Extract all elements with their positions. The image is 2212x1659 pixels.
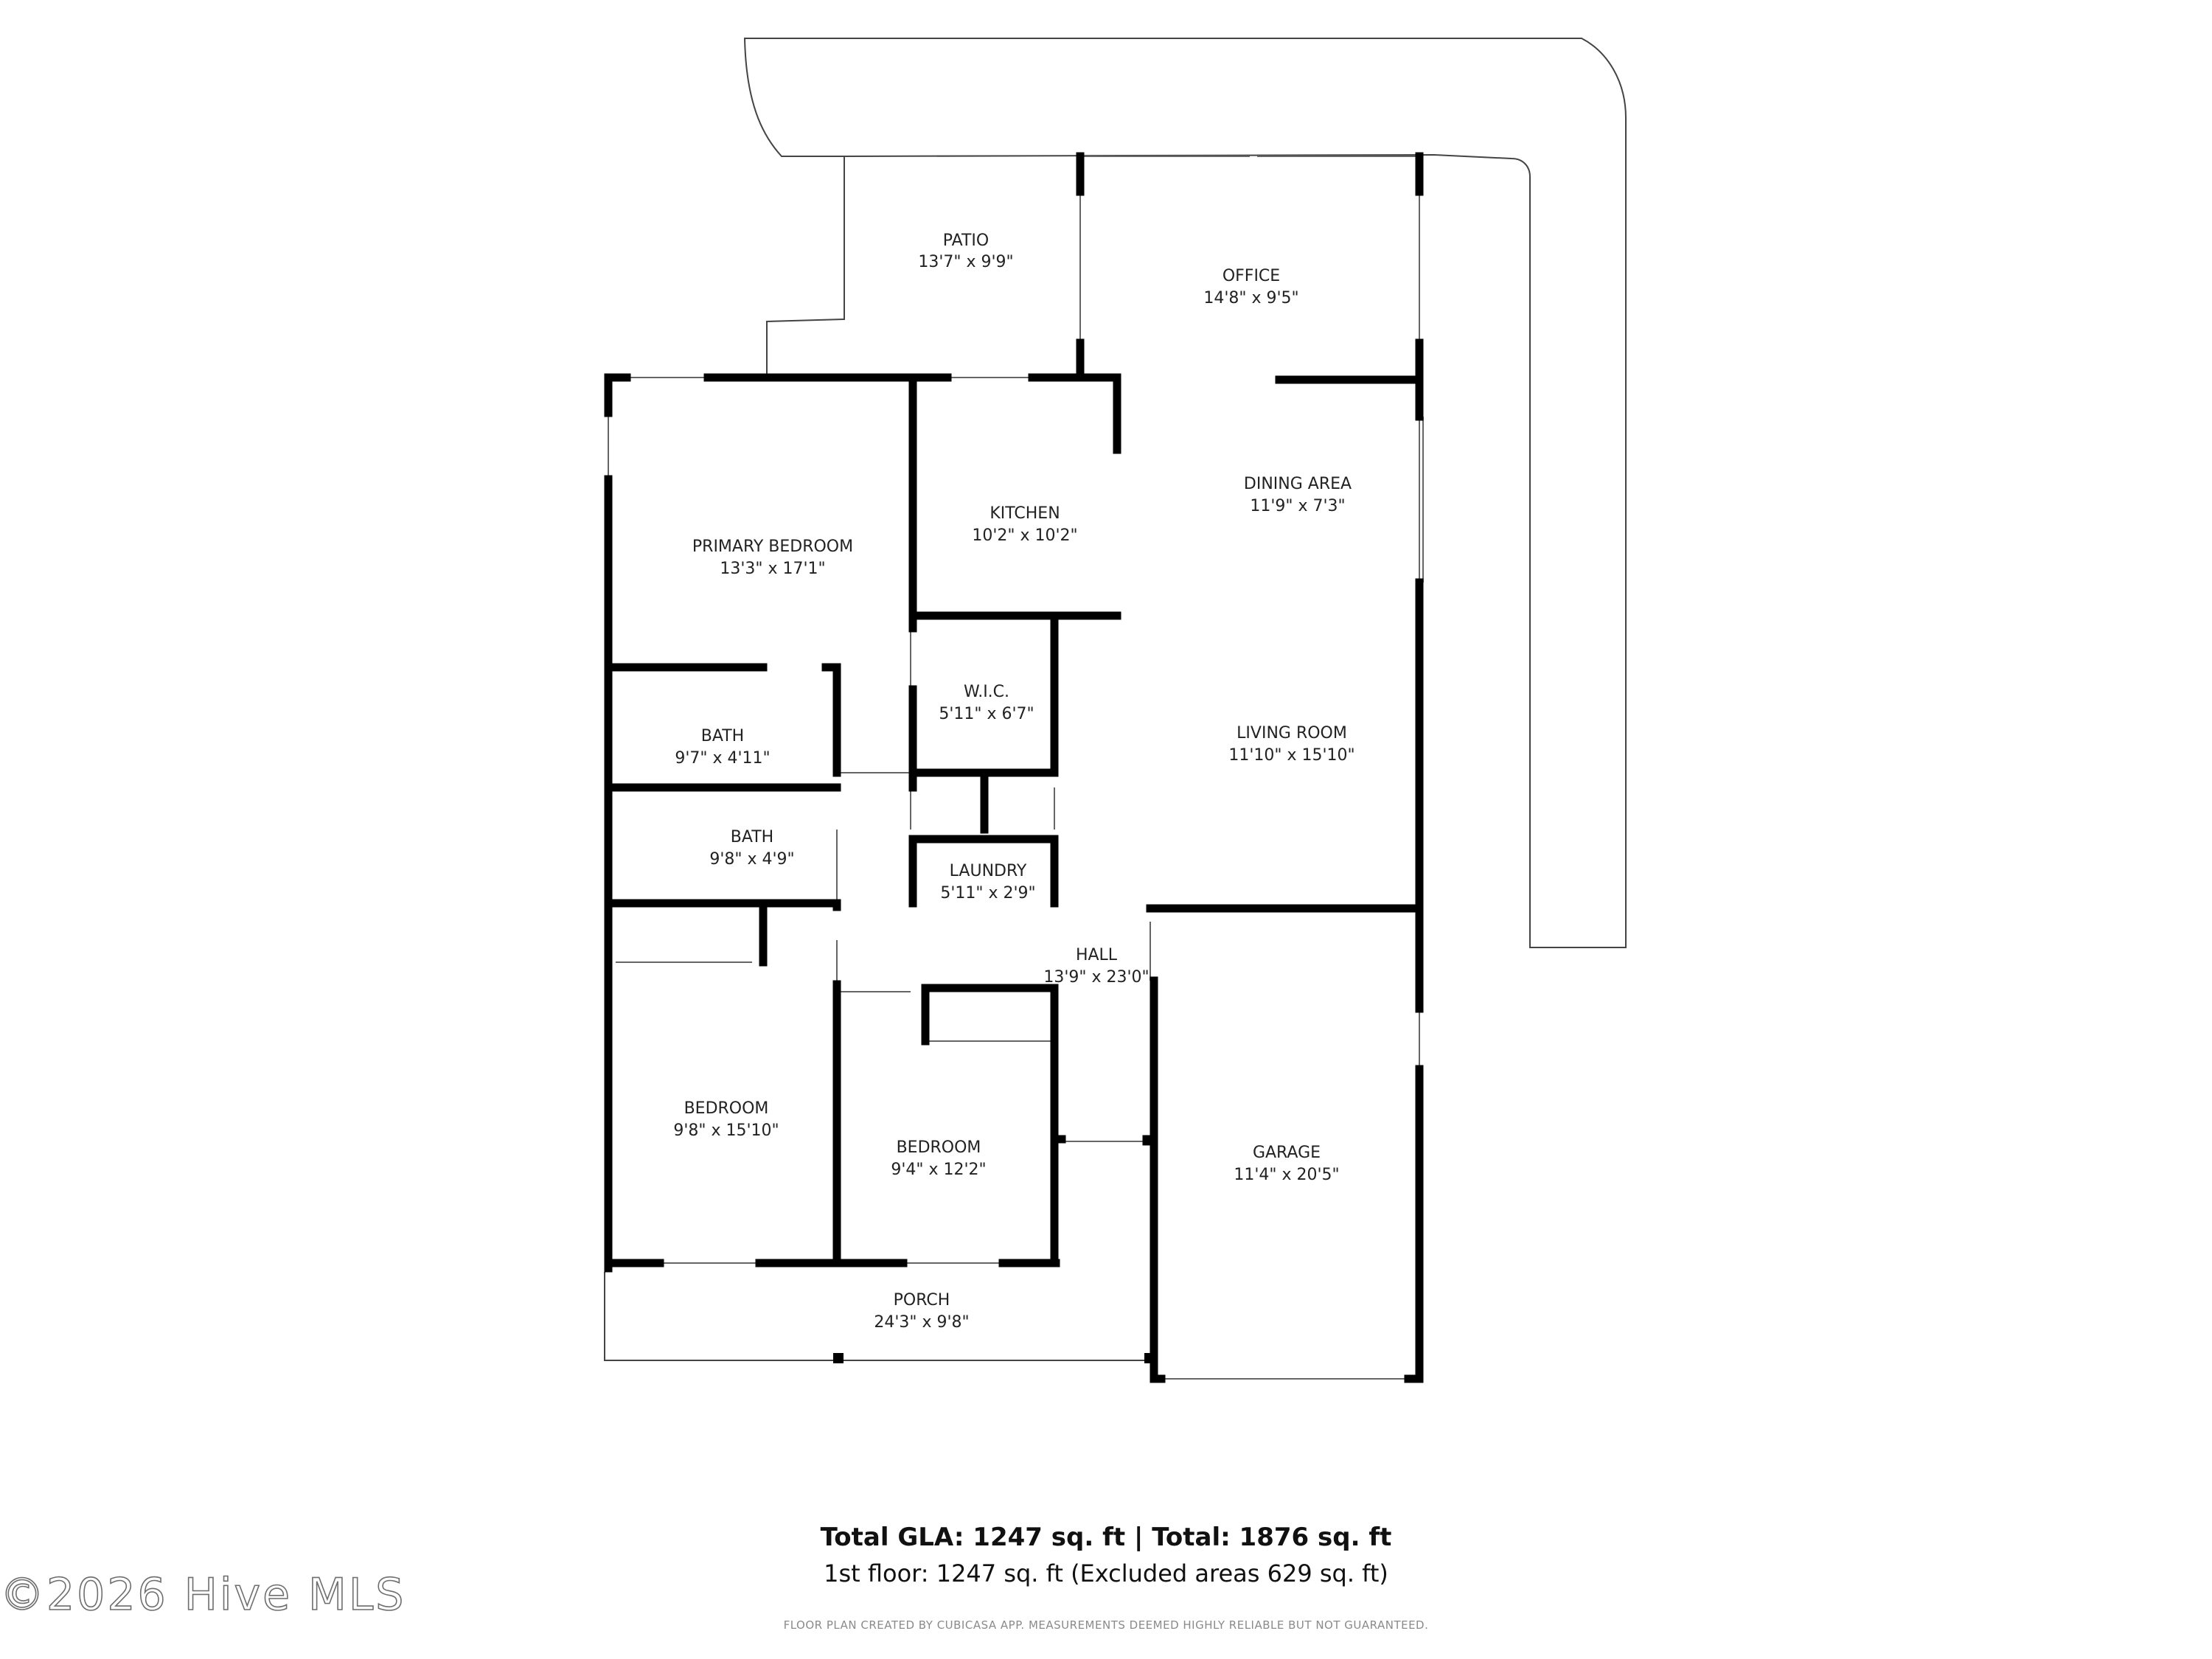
dining-area-dimensions: 11'9" x 7'3"	[1250, 497, 1345, 515]
floor-area-summary: 1st floor: 1247 sq. ft (Excluded areas 6…	[824, 1559, 1388, 1587]
bath-dimensions: 9'7" x 4'11"	[675, 749, 770, 768]
laundry-dimensions: 5'11" x 2'9"	[940, 884, 1035, 902]
porch-posts	[833, 1353, 1155, 1363]
living-room-dimensions: 11'10" x 15'10"	[1228, 746, 1354, 765]
room-labels: PATIO 13'7" x 9'9" OFFICE 14'8" x 9'5" K…	[673, 232, 1354, 1332]
bedroom-label: BEDROOM	[684, 1099, 769, 1118]
bedroom-label: BEDROOM	[897, 1138, 981, 1157]
patio-outline	[766, 156, 845, 380]
exterior-walkway-outline	[743, 38, 1627, 948]
total-area-summary: Total GLA: 1247 sq. ft | Total: 1876 sq.…	[820, 1523, 1392, 1552]
bath-label: BATH	[731, 828, 773, 846]
garage-dimensions: 11'4" x 20'5"	[1234, 1166, 1339, 1184]
office-label: OFFICE	[1222, 267, 1280, 285]
porch-dimensions: 24'3" x 9'8"	[874, 1313, 969, 1332]
floor-plan-credit: FLOOR PLAN CREATED BY CUBICASA APP. MEAS…	[783, 1618, 1429, 1632]
patio-dimensions: 13'7" x 9'9"	[918, 253, 1013, 271]
porch-outline	[604, 1272, 1147, 1361]
openings	[608, 156, 1424, 1380]
porch-label: PORCH	[894, 1291, 950, 1310]
dining-area-label: DINING AREA	[1244, 475, 1352, 493]
wic-label: W.I.C.	[964, 683, 1009, 701]
walls	[604, 152, 1424, 1383]
primary-bedroom-label: PRIMARY BEDROOM	[692, 538, 853, 556]
kitchen-label: KITCHEN	[990, 504, 1060, 523]
bath-label: BATH	[701, 727, 744, 745]
office-dimensions: 14'8" x 9'5"	[1203, 289, 1298, 307]
hall-dimensions: 13'9" x 23'0"	[1043, 968, 1149, 987]
bedroom-dimensions: 9'4" x 12'2"	[891, 1161, 986, 1179]
primary-bedroom-dimensions: 13'3" x 17'1"	[720, 560, 825, 578]
kitchen-dimensions: 10'2" x 10'2"	[972, 526, 1077, 545]
patio-label: PATIO	[943, 232, 989, 250]
garage-label: GARAGE	[1253, 1144, 1321, 1162]
hall-label: HALL	[1076, 946, 1118, 964]
bedroom-dimensions: 9'8" x 15'10"	[673, 1121, 779, 1140]
bath-dimensions: 9'8" x 4'9"	[709, 850, 794, 869]
copyright-watermark: ©2026 Hive MLS	[0, 1568, 406, 1621]
living-room-label: LIVING ROOM	[1237, 724, 1347, 742]
wic-dimensions: 5'11" x 6'7"	[939, 705, 1034, 723]
laundry-label: LAUNDRY	[950, 862, 1027, 880]
